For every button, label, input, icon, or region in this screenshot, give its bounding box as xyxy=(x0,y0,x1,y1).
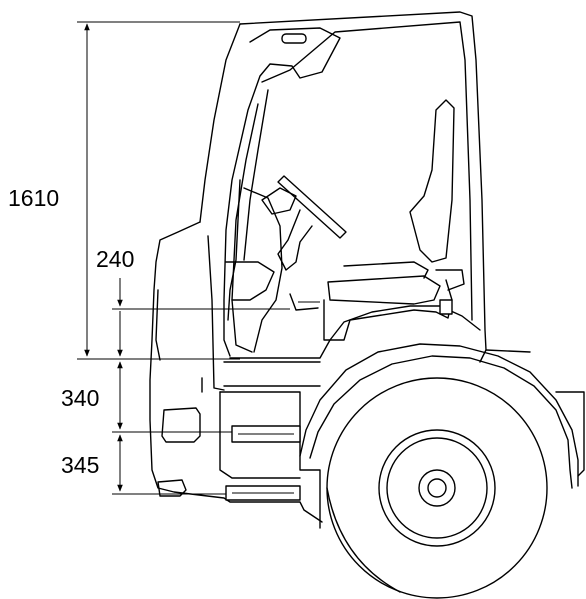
wheel-arch xyxy=(299,343,585,489)
cab-interior xyxy=(225,99,465,353)
dim-340-label: 340 xyxy=(61,385,100,411)
front-wheel xyxy=(326,377,548,599)
dim-240-label: 240 xyxy=(96,246,135,272)
dimension-lines xyxy=(77,21,290,495)
cab-body xyxy=(149,11,487,529)
dim-1610-label: 1610 xyxy=(8,185,60,211)
dim-345-label: 345 xyxy=(61,452,100,478)
